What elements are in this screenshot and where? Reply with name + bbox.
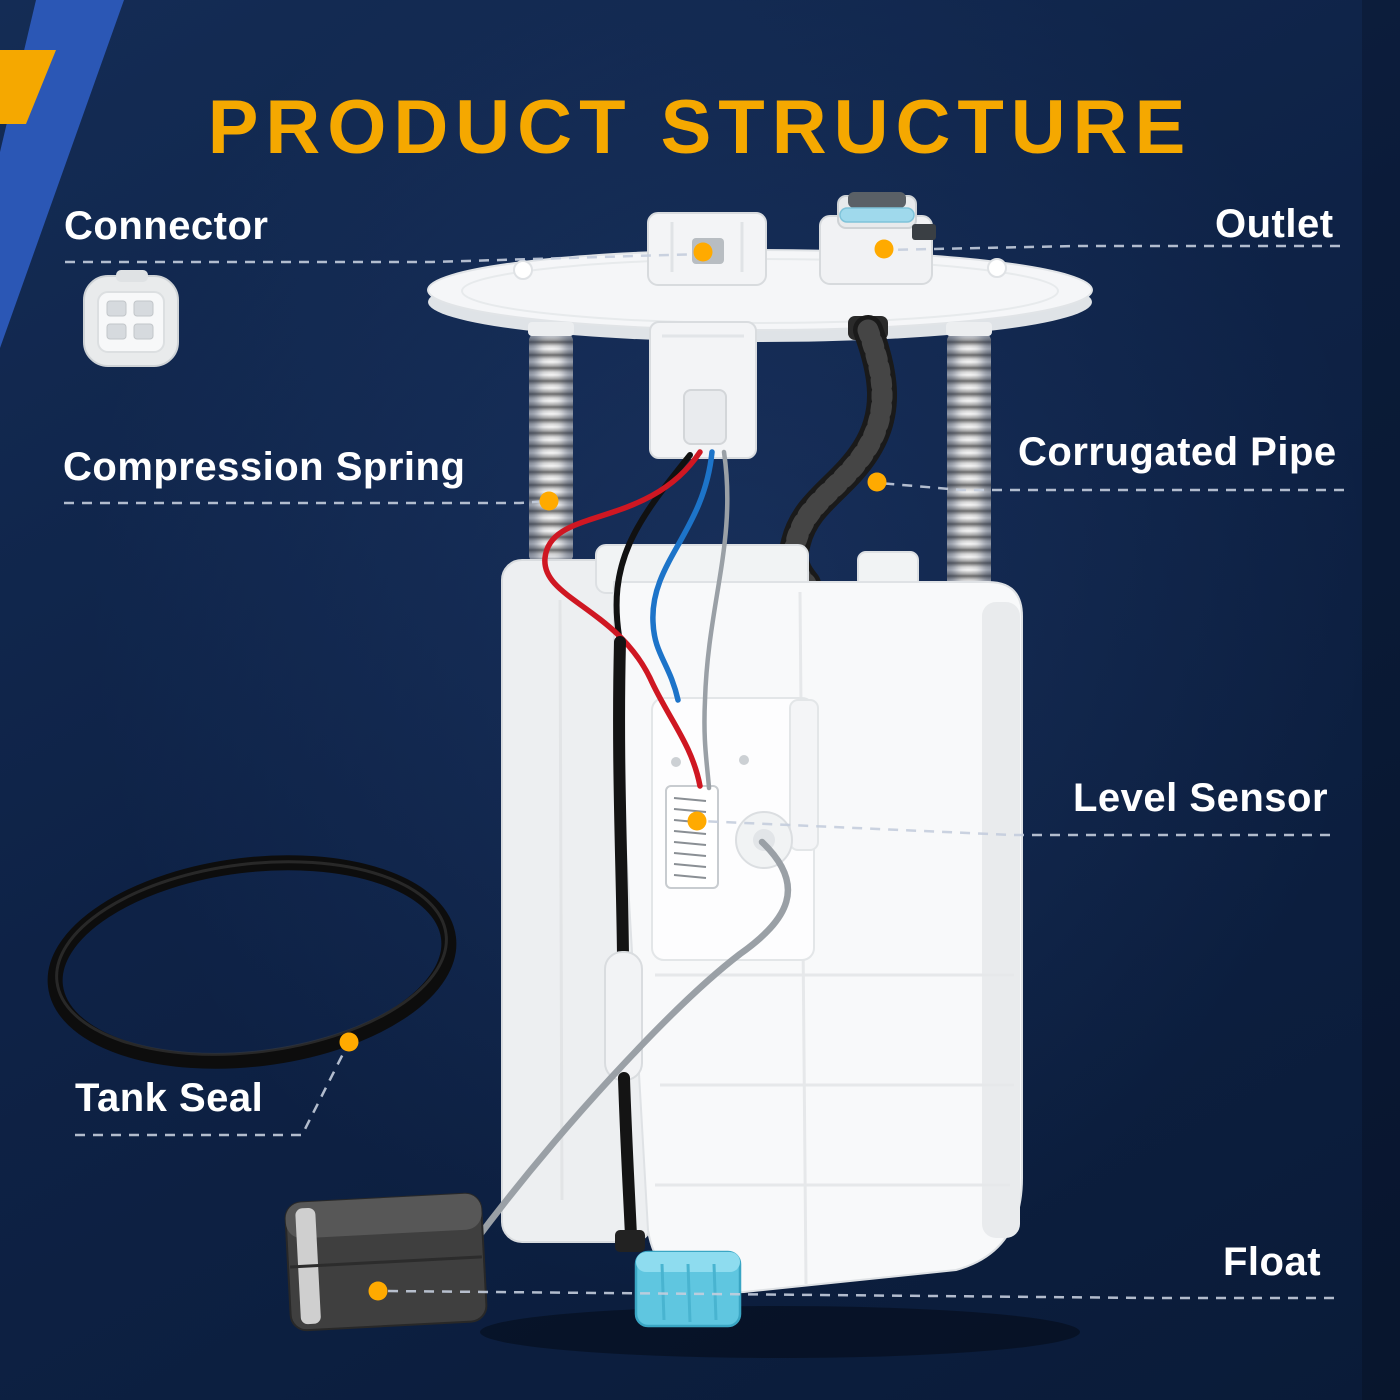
black-wire xyxy=(613,452,693,645)
compression-spring-left xyxy=(529,333,573,563)
callout-label-outlet: Outlet xyxy=(1215,202,1334,246)
callout-dot-outlet xyxy=(874,239,894,259)
callout-label-compression-spring: Compression Spring xyxy=(63,445,466,489)
callout-dots xyxy=(339,239,894,1301)
callout-dot-connector xyxy=(693,242,713,262)
compression-spring-right xyxy=(947,333,991,590)
callout-label-corrugated-pipe: Corrugated Pipe xyxy=(1018,430,1337,474)
leader-lines xyxy=(64,244,1344,1300)
corner-decoration xyxy=(0,0,124,348)
page-title: PRODUCT STRUCTURE xyxy=(207,85,1193,170)
float xyxy=(284,1192,488,1332)
leader-line-level-sensor xyxy=(699,819,1330,837)
callout-label-tank-seal: Tank Seal xyxy=(75,1076,264,1120)
spring-mount-left xyxy=(528,322,574,336)
callout-dot-compression-spring xyxy=(539,491,559,511)
red-wire xyxy=(542,449,703,789)
right-edge-accent xyxy=(1362,0,1400,1400)
product-shadow xyxy=(480,1306,1080,1358)
wiring-harness xyxy=(542,449,730,791)
gray-wire xyxy=(702,449,730,791)
blue-wire xyxy=(650,449,715,703)
tank-seal-o-ring xyxy=(47,855,457,1069)
spring-mount-right xyxy=(946,322,992,336)
callout-dot-float xyxy=(368,1281,388,1301)
pump-power-cable xyxy=(604,636,645,1252)
leader-line-tank-seal xyxy=(75,1043,350,1137)
leader-line-connector xyxy=(65,252,703,264)
connector-closeup xyxy=(83,270,179,367)
leader-line-compression-spring xyxy=(64,499,549,505)
callout-label-connector: Connector xyxy=(64,204,269,248)
callout-dot-level-sensor xyxy=(687,811,707,831)
callout-label-float: Float xyxy=(1223,1240,1322,1284)
leader-line-float xyxy=(381,1289,1334,1300)
leader-line-corrugated-pipe xyxy=(878,481,1344,492)
fuel-strainer xyxy=(634,1250,742,1328)
callout-dot-tank-seal xyxy=(339,1032,359,1052)
callout-label-level-sensor: Level Sensor xyxy=(1073,776,1329,820)
pump-column xyxy=(649,321,757,459)
callout-dot-corrugated-pipe xyxy=(867,472,887,492)
yellow-stripe xyxy=(0,50,56,124)
leader-line-outlet xyxy=(885,244,1340,252)
